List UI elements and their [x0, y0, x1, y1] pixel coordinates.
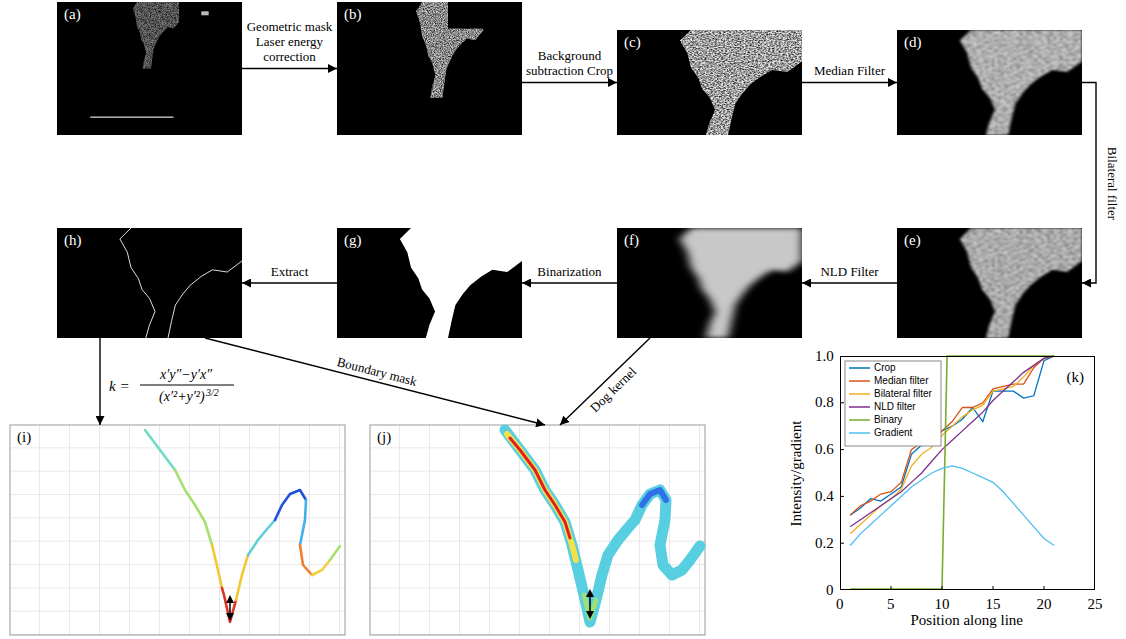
edge-label: Median Filter — [804, 63, 896, 78]
axis-tick: 0.8 — [815, 394, 834, 411]
edge-label: k = — [108, 378, 131, 395]
median-image — [897, 30, 1082, 135]
axis-tick: 5 — [887, 596, 895, 613]
edge-label: NLD Filter — [804, 264, 896, 279]
panel-label: (b) — [344, 6, 362, 23]
plot-panel: (i) — [10, 425, 345, 635]
axis-tick: 25 — [1088, 596, 1103, 613]
edge-label: Boundary mask — [334, 353, 419, 388]
flow-arrow — [522, 282, 617, 283]
axis-tick: 0.2 — [815, 535, 834, 552]
axis-tick: 15 — [986, 596, 1001, 613]
legend-entry: Binary — [874, 414, 902, 426]
image-panel: (e) — [897, 228, 1082, 338]
edge-label: Bilateral filter — [1105, 145, 1120, 220]
flow-arrow — [522, 82, 617, 83]
axis-title: Position along line — [911, 612, 1024, 629]
panel-label: (i) — [17, 429, 31, 446]
formula-exponent: 3/2 — [206, 387, 219, 399]
panel-label: (j) — [377, 429, 391, 446]
panel-label: (a) — [64, 6, 81, 23]
legend-entry: Gradient — [874, 427, 912, 439]
panel-label: (h) — [64, 232, 82, 249]
boundary-image — [57, 228, 242, 338]
image-panel: (f) — [617, 228, 802, 338]
axis-tick: 0.4 — [815, 488, 834, 505]
image-panel: (h) — [57, 228, 242, 338]
flow-arrow — [802, 282, 897, 283]
flow-arrow — [802, 82, 897, 83]
axis-tick: 10 — [935, 596, 950, 613]
profile-chart — [840, 356, 1054, 590]
nld-image — [617, 228, 802, 338]
image-panel: (a) — [57, 2, 242, 135]
flow-arrow — [1082, 83, 1096, 284]
formula-denominator: (x′²+y′²) — [159, 388, 205, 405]
raw-image — [57, 2, 242, 135]
legend-entry: Median filter — [874, 375, 928, 387]
panel-label: (d) — [904, 34, 922, 51]
flow-arrow — [205, 338, 545, 425]
flow-arrow — [242, 68, 337, 69]
edge-label: Geometric mask Laser energy correction — [244, 19, 336, 64]
edge-label: Binarization — [524, 264, 616, 279]
cropped-image — [617, 30, 802, 135]
image-panel: (b) — [337, 2, 522, 135]
flow-arrow — [99, 338, 100, 425]
legend-entry: Bilateral filter — [874, 388, 932, 400]
fraction-bar — [140, 385, 234, 386]
flow-arrow — [242, 282, 337, 283]
edge-label: Background subtraction Crop — [524, 48, 616, 78]
axis-title: Intensity/gradient — [788, 420, 805, 526]
panel-label: (e) — [904, 232, 921, 249]
curvature-plot — [10, 425, 345, 635]
image-panel: (g) — [337, 228, 522, 338]
dog-plot — [370, 425, 705, 635]
image-panel: (c) — [617, 30, 802, 135]
formula-numerator: x′y″−y′x″ — [160, 366, 212, 383]
bilateral-image — [897, 228, 1082, 338]
legend-entry: NLD filter — [874, 401, 916, 413]
edge-label: Dog kernel — [586, 363, 640, 416]
axis-tick: 0 — [836, 596, 844, 613]
panel-label: (f) — [624, 232, 639, 249]
axis-tick: 0 — [826, 582, 834, 599]
binary-image — [337, 228, 522, 338]
legend-entry: Crop — [874, 362, 896, 374]
plot-panel: (j) — [370, 425, 705, 635]
panel-label: (k) — [1067, 369, 1085, 386]
flow-arrow — [560, 338, 650, 425]
image-panel: (d) — [897, 30, 1082, 135]
axis-tick: 0.6 — [815, 441, 834, 458]
panel-label: (c) — [624, 34, 641, 51]
axis-tick: 20 — [1037, 596, 1052, 613]
panel-label: (g) — [344, 232, 362, 249]
axis-tick: 1.0 — [815, 348, 834, 365]
edge-label: Extract — [244, 264, 336, 279]
masked-image — [337, 2, 522, 135]
